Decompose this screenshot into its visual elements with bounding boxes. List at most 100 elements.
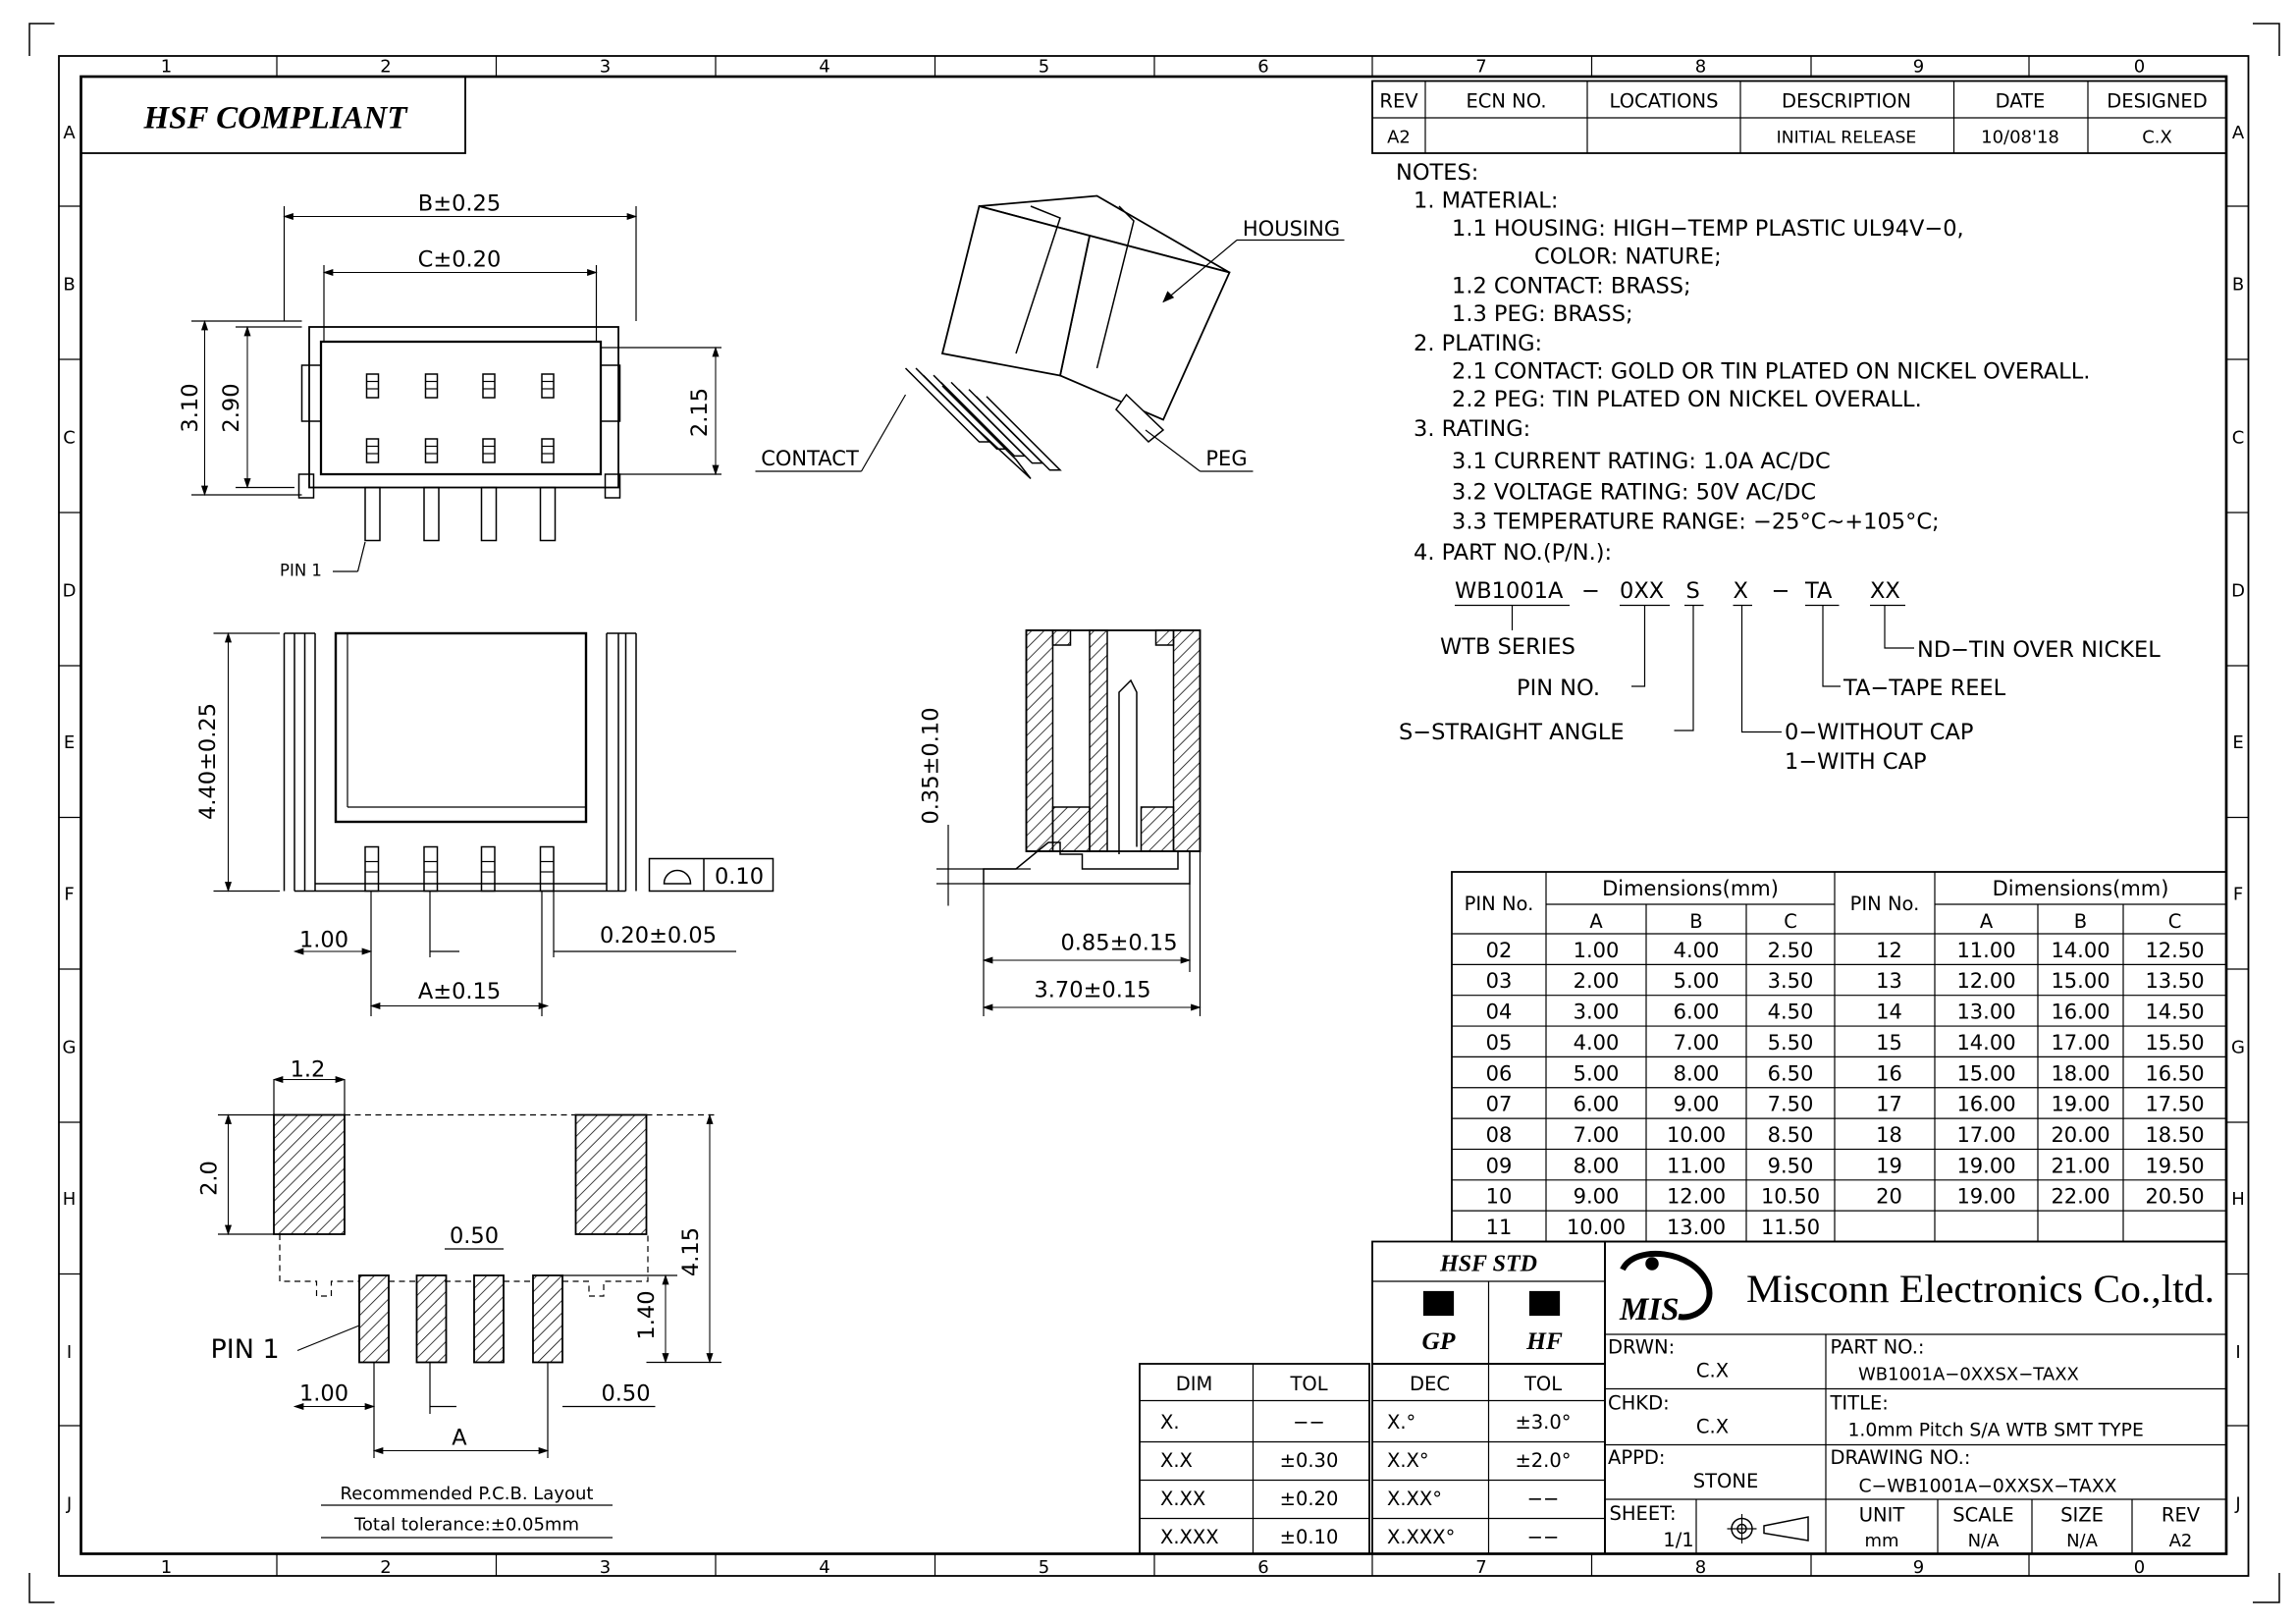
pin-no-header: PIN No.	[1465, 893, 1534, 915]
dimension-cell: 19	[1876, 1154, 1902, 1177]
zone-column-label: 4	[819, 57, 829, 78]
dimension-cell: 8.00	[1674, 1061, 1720, 1085]
dim-end-gap-label: 0.50	[601, 1381, 650, 1407]
approved-label: APPD:	[1608, 1446, 1665, 1469]
revision-header: LOCATIONS	[1610, 90, 1719, 113]
tolerance-table-left	[1139, 1363, 1370, 1555]
note-line: 4. PART NO.(P/N.):	[1414, 540, 1612, 566]
zone-row-label: J	[66, 1494, 72, 1515]
iso-peg	[1115, 393, 1165, 444]
dimension-cell: 18	[1876, 1123, 1902, 1147]
dim-pin-width-label: 0.20±0.05	[600, 923, 717, 948]
hf-checkbox	[1528, 1290, 1561, 1317]
zone-row-label: C	[63, 428, 76, 449]
peg-right	[600, 364, 621, 422]
legend-cap0: 0−WITHOUT CAP	[1785, 720, 1973, 745]
section-base	[1051, 806, 1091, 852]
revision-cell: A2	[1387, 128, 1411, 148]
dimension-cell: 5.00	[1574, 1061, 1620, 1085]
dimension-cell: 20.00	[2051, 1123, 2109, 1147]
arrowhead-icon	[712, 346, 720, 357]
drawing-path	[1631, 605, 1646, 687]
dim-pad-w-label: 1.2	[291, 1057, 326, 1083]
dim-c-label: C±0.20	[418, 247, 502, 273]
part-no-value: WB1001A−0XXSX−TAXX	[1858, 1365, 2079, 1385]
dim-3-70-label: 3.70±0.15	[1034, 978, 1150, 1003]
drawing-path	[1674, 605, 1694, 731]
dim-offset-label: 0.35±0.10	[919, 707, 944, 824]
flatness-value: 0.10	[715, 864, 764, 890]
note-line: 3. RATING:	[1414, 416, 1530, 442]
dimension-cell: 10.00	[1667, 1123, 1726, 1147]
peg-left	[300, 364, 322, 422]
pcb-peg-pad	[574, 1113, 648, 1235]
dim-sig-h-label: 1.40	[634, 1290, 660, 1339]
dimension-cell: 22.00	[2051, 1185, 2109, 1209]
tolerance-header: DIM	[1176, 1373, 1213, 1395]
dimensions-header: Dimensions(mm)	[1602, 877, 1779, 900]
logo-dot	[1645, 1257, 1659, 1271]
sheet-label: SHEET:	[1610, 1502, 1677, 1525]
tolerance-dim: X.	[1160, 1411, 1180, 1434]
note-line: 2.2 PEG: TIN PLATED ON NICKEL OVERALL.	[1452, 387, 1922, 412]
drawing-no-label: DRAWING NO.:	[1831, 1446, 1971, 1469]
tolerance-dec: X.°	[1387, 1411, 1415, 1434]
dimension-cell: 14.00	[1956, 1031, 2015, 1055]
dimension-cell: 15	[1876, 1031, 1902, 1055]
dimension-cell: 20	[1876, 1185, 1902, 1209]
front-contact	[364, 845, 380, 893]
corner-mark	[2253, 1573, 2280, 1603]
front-contact	[423, 845, 439, 893]
contact-slot	[541, 438, 555, 463]
legend-plating: ND−TIN OVER NICKEL	[1917, 637, 2161, 663]
dimension-cell: 11.00	[1667, 1154, 1726, 1177]
dimension-cell: 15.00	[1956, 1061, 2015, 1085]
arrowhead-icon	[224, 1113, 233, 1124]
pcb-signal-pad	[415, 1274, 448, 1364]
tolerance-dim: X.XX	[1160, 1488, 1205, 1510]
pcb-peg-pad	[273, 1113, 346, 1235]
contact-slot	[424, 438, 439, 463]
zone-row-label: F	[2233, 885, 2243, 905]
dimension-cell: 11	[1486, 1216, 1513, 1239]
dim-total-h-label: 4.15	[678, 1227, 704, 1276]
rev-label: REV	[2162, 1504, 2201, 1527]
tolerance-dec: X.X°	[1387, 1449, 1429, 1472]
dimension-cell: 15.00	[2051, 969, 2109, 993]
front-window	[334, 631, 588, 824]
contact-tail	[480, 486, 498, 542]
front-contact	[539, 845, 555, 893]
part-number-segment: WB1001A	[1455, 578, 1564, 604]
arrowhead-icon	[662, 1353, 669, 1364]
arrowhead-icon	[335, 1075, 347, 1084]
dimension-cell: 9.00	[1574, 1185, 1620, 1209]
dim-pitch-label: 1.00	[299, 928, 348, 953]
housing-callout: HOUSING	[1243, 217, 1340, 241]
revision-cell: 10/08'18	[1981, 128, 2059, 148]
flatness-icon	[663, 869, 692, 885]
dimension-cell: 10	[1486, 1185, 1513, 1209]
arrowhead-icon	[1180, 956, 1192, 964]
arrowhead-icon	[982, 1003, 993, 1011]
drawing-line	[1145, 429, 1201, 472]
pin-no-header: PIN No.	[1850, 893, 1920, 915]
dimension-cell: 2.00	[1574, 969, 1620, 993]
legend-angle: S−STRAIGHT ANGLE	[1399, 720, 1625, 745]
dim-0-85-label: 0.85±0.15	[1060, 931, 1177, 956]
dimension-cell: 4.00	[1674, 939, 1720, 962]
arrowhead-icon	[272, 1075, 284, 1084]
dimension-cell: 21.00	[2051, 1154, 2109, 1177]
part-no-label: PART NO.:	[1831, 1336, 1925, 1359]
tolerance-value: −−	[1293, 1411, 1325, 1434]
arrowhead-icon	[982, 956, 993, 964]
arrowhead-icon	[224, 882, 233, 893]
dimension-cell: 13	[1876, 969, 1902, 993]
company-name: Misconn Electronics Co.,ltd.	[1746, 1267, 2215, 1311]
tolerance-dim: X.X	[1160, 1449, 1193, 1472]
peg-tab	[604, 473, 621, 499]
zone-row-label: I	[2235, 1342, 2240, 1363]
zone-column-label: 9	[1913, 57, 1924, 78]
arrowhead-icon	[364, 1402, 376, 1411]
legend-pin-no: PIN NO.	[1517, 676, 1600, 701]
